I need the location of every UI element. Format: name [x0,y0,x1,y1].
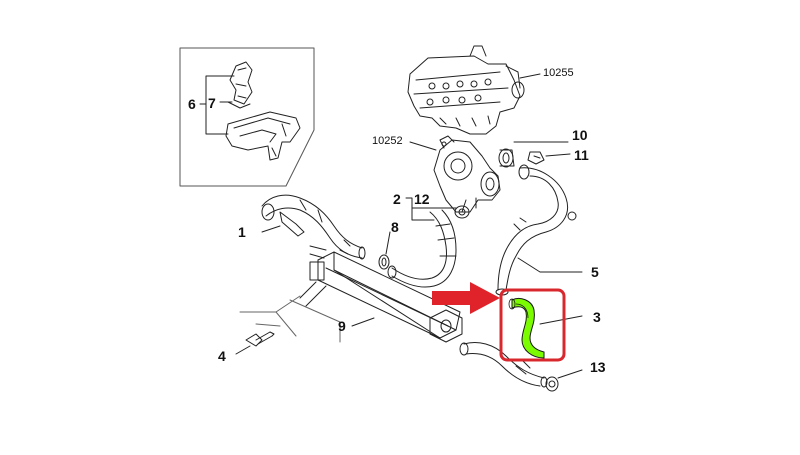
intake-manifold-10255 [407,45,525,135]
clip-part-11 [527,151,545,165]
leader-10255 [519,73,541,79]
inset-frame [179,47,315,187]
leader-13 [557,369,583,379]
callout-13: 13 [590,359,606,375]
callout-5: 5 [591,264,599,280]
hose-part-5 [495,164,577,296]
callout-7: 7 [208,95,216,111]
leader-3 [539,315,583,325]
leader-11 [545,153,571,157]
callout-1: 1 [238,224,246,240]
callout-11: 11 [574,147,589,163]
pipe-part-1 [261,194,366,260]
leader-4 [235,345,251,355]
callout-6: 6 [188,96,196,112]
clamp-part-13 [545,376,559,392]
leader-8 [385,231,391,255]
pipe-lower [459,342,548,388]
hose-part-2 [387,209,457,288]
turbocharger-10252 [433,135,501,213]
mounting-bracket-part-6 [225,111,301,161]
callout-12: 12 [414,191,430,207]
intercooler-part-9 [299,245,463,343]
callout-10252: 10252 [372,135,403,147]
leader-1 [261,225,281,233]
leader-6 [199,75,235,135]
bracket-part-7 [227,61,253,109]
callout-8: 8 [391,219,399,235]
highlight-arrow [432,282,500,314]
leader-5 [517,257,583,273]
linkage-line-2 [289,299,341,343]
clamp-part-10 [498,148,515,168]
leader-9 [351,317,375,327]
leader-10252 [409,141,437,151]
linkage-line [239,295,301,337]
bolt-part-4 [245,331,275,347]
callout-10255: 10255 [543,67,574,79]
leader-2 [405,197,435,221]
highlight-frame [499,288,566,362]
callout-3: 3 [593,309,601,325]
callout-10: 10 [572,127,588,143]
highlighted-hose-part-3 [508,297,545,359]
callout-9: 9 [338,318,346,334]
clamp-part-12 [454,205,470,219]
callout-4: 4 [218,348,226,364]
callout-2: 2 [393,191,401,207]
clamp-part-8 [378,254,390,270]
